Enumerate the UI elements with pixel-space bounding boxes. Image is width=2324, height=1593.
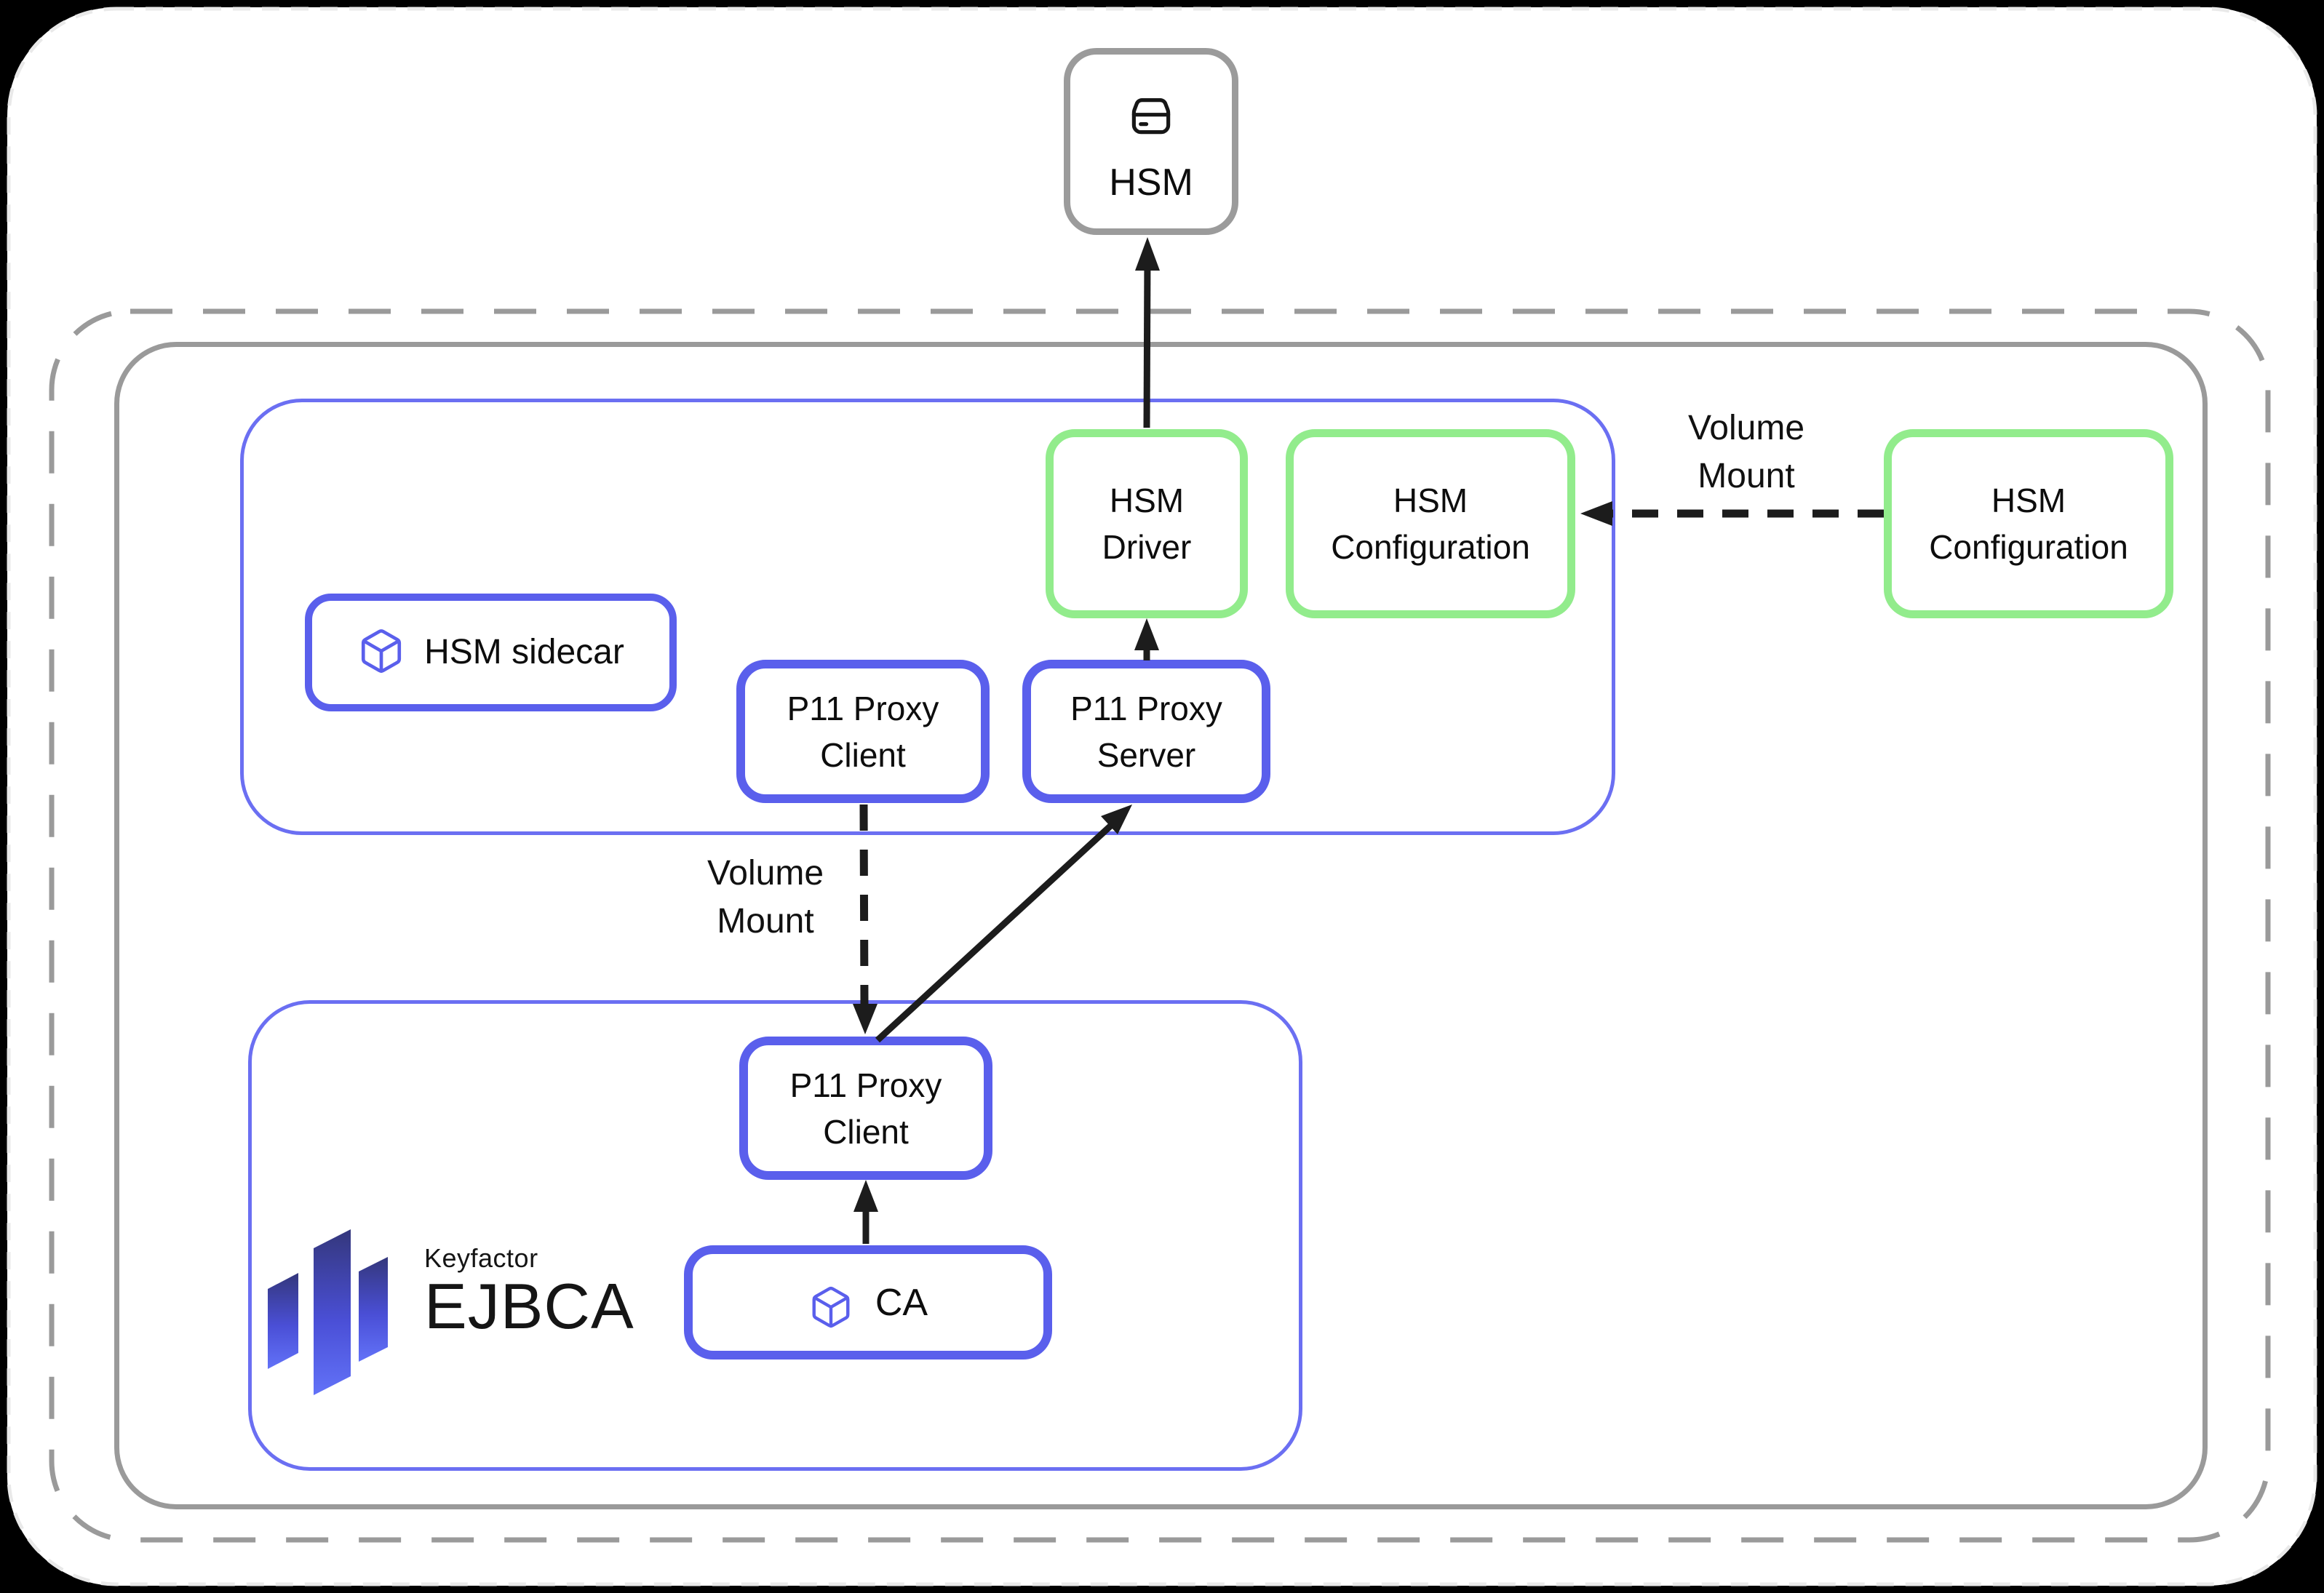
keyfactor-ejbca-logo: Keyfactor EJBCA <box>268 1219 675 1401</box>
ca-cube-icon <box>808 1271 853 1333</box>
ejbca-pod-container <box>248 1000 1302 1471</box>
hsm-driver-box: HSM Driver <box>1046 429 1248 618</box>
container-cube-icon <box>357 627 405 679</box>
logo-bar-right <box>359 1257 388 1362</box>
p11-proxy-client-ejbca-label: P11 Proxy Client <box>789 1066 942 1151</box>
p11-proxy-server-label: P11 Proxy Server <box>1070 689 1222 774</box>
volume-mount-label-config: Volume Mount <box>1687 409 1805 495</box>
logo-bar-left <box>268 1273 298 1369</box>
hsm-sidecar-badge-label: HSM sidecar <box>424 633 624 671</box>
hsm-configuration-external-label: HSM Configuration <box>1929 482 2128 566</box>
hsm-configuration-pod-label: HSM Configuration <box>1331 482 1530 566</box>
p11-proxy-server-box: P11 Proxy Server <box>1022 660 1270 803</box>
logo-bar-middle <box>314 1229 351 1395</box>
ca-label: CA <box>875 1281 928 1324</box>
volume-mount-label-proxy: Volume Mount <box>707 854 824 941</box>
hsm-sidecar-badge: HSM sidecar <box>305 594 677 711</box>
p11-proxy-client-sidecar-box: P11 Proxy Client <box>736 660 990 803</box>
keyfactor-logo-mark <box>268 1229 388 1395</box>
hsm-drive-icon <box>1123 77 1179 143</box>
logo-brand-text: Keyfactor <box>424 1243 538 1273</box>
p11-proxy-client-sidecar-label: P11 Proxy Client <box>787 689 939 774</box>
hsm-box-label: HSM <box>1109 161 1193 204</box>
hsm-box: HSM <box>1064 48 1238 235</box>
p11-proxy-client-ejbca-box: P11 Proxy Client <box>739 1037 992 1180</box>
hsm-driver-label: HSM Driver <box>1102 482 1192 566</box>
logo-product-text: EJBCA <box>424 1270 634 1342</box>
hsm-configuration-external-box: HSM Configuration <box>1884 429 2173 618</box>
node-container <box>114 342 2208 1509</box>
hsm-configuration-pod-box: HSM Configuration <box>1286 429 1575 618</box>
ca-box: CA <box>684 1245 1052 1360</box>
